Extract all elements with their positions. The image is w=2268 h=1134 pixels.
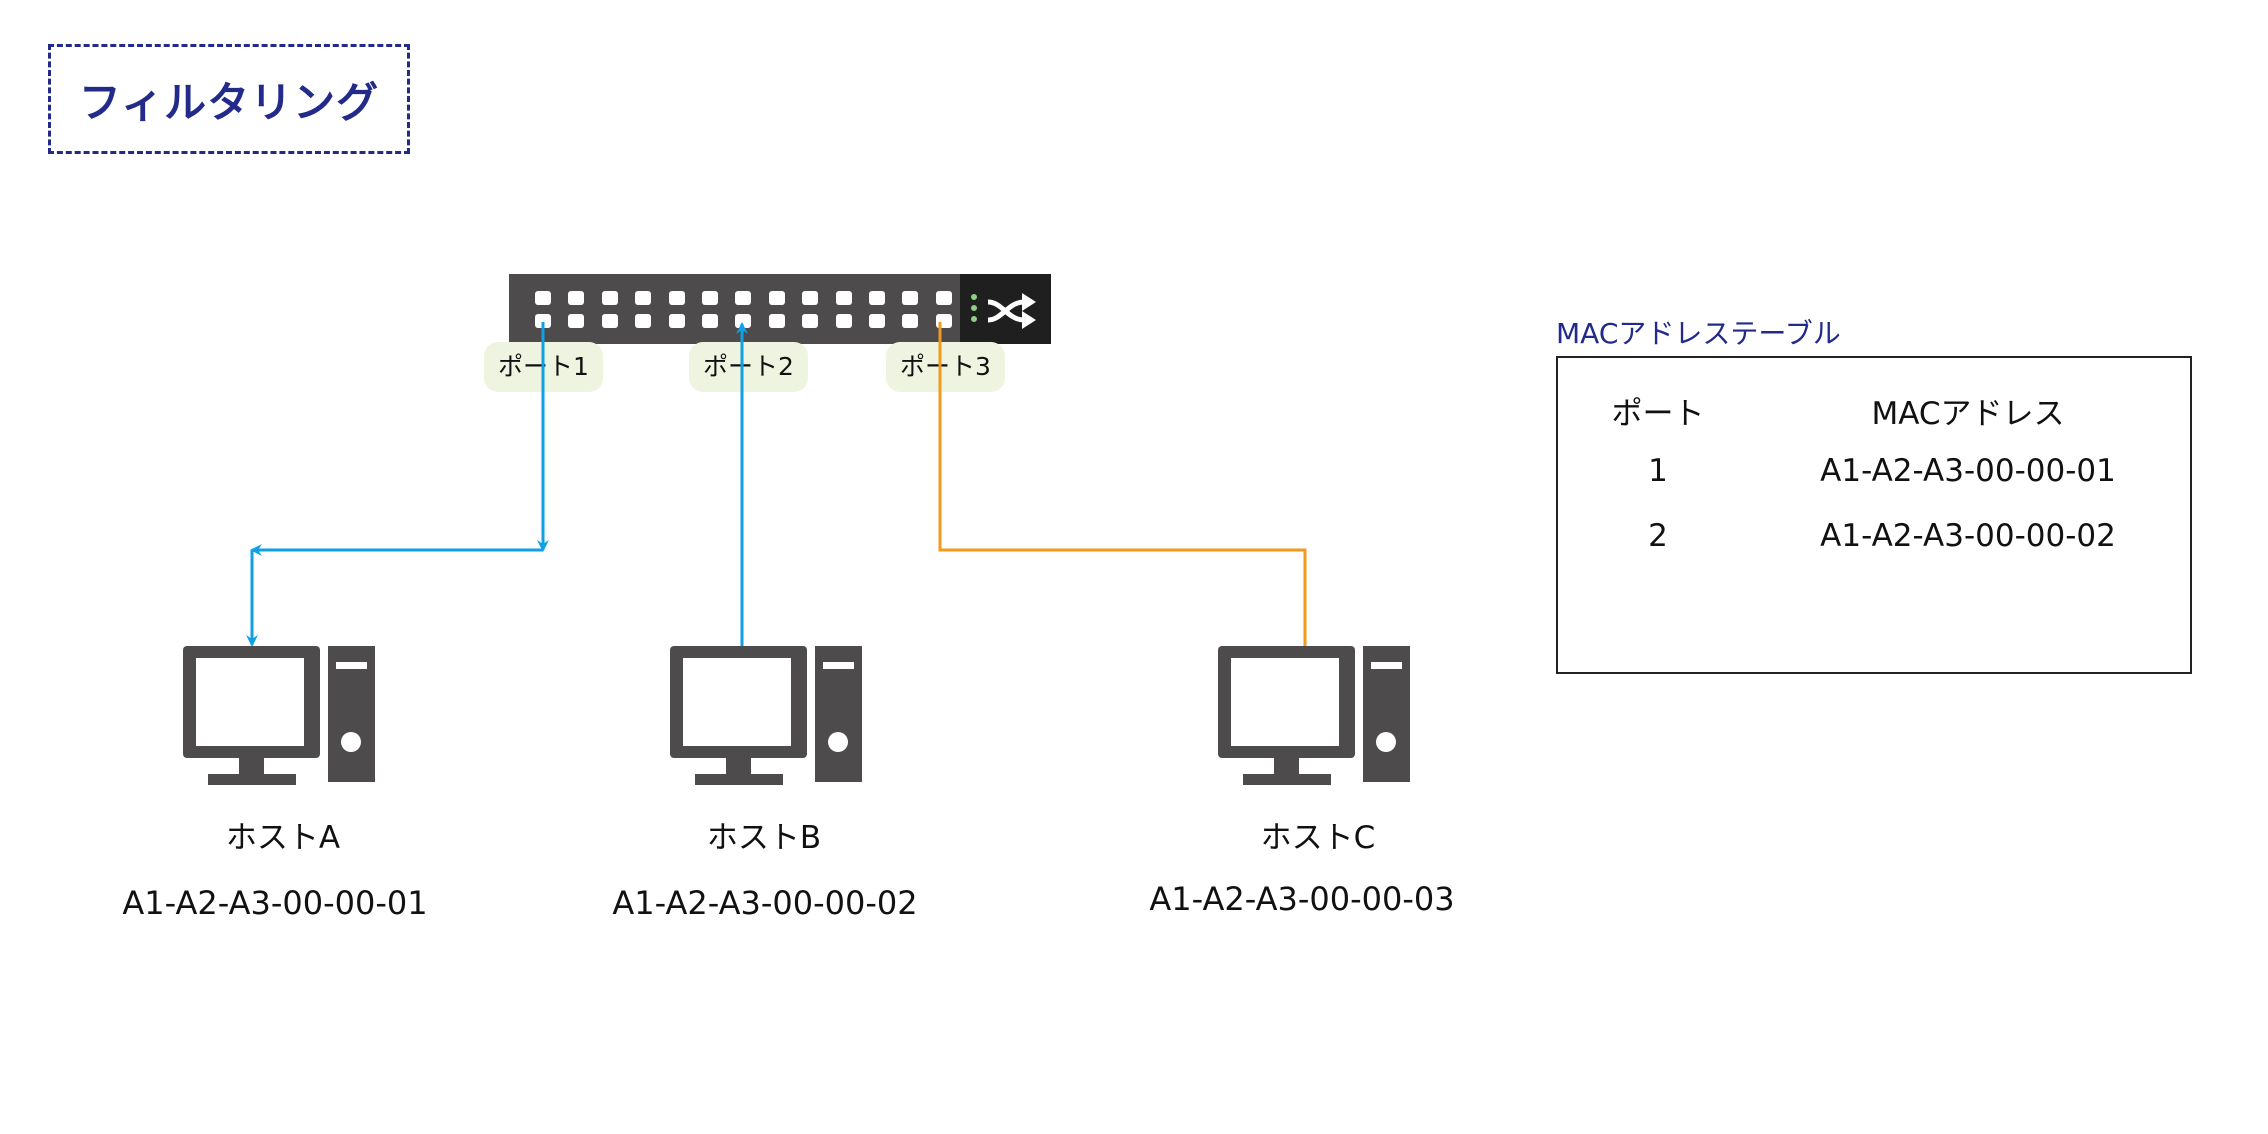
switch-port xyxy=(668,291,685,305)
switch-port xyxy=(935,291,952,305)
switch-port xyxy=(802,314,819,328)
host-a-name: ホストA xyxy=(225,820,341,856)
switch-port xyxy=(735,291,752,305)
mac-table-row-1-mac: A1-A2-A3-00-00-01 xyxy=(1820,453,2116,489)
status-led xyxy=(971,316,977,322)
host-a-mac: A1-A2-A3-00-00-01 xyxy=(122,884,428,922)
mac-table-row-1-port: 1 xyxy=(1648,453,1668,489)
switch-port xyxy=(902,291,919,305)
switch-port xyxy=(601,314,618,328)
mac-table-header-mac: MACアドレス xyxy=(1871,396,2065,432)
mac-table-row-2-mac: A1-A2-A3-00-00-02 xyxy=(1820,518,2116,554)
switch-port xyxy=(568,291,585,305)
status-led xyxy=(971,305,977,311)
diagram-title: フィルタリング xyxy=(78,77,380,127)
switch-port xyxy=(535,291,551,305)
switch-control-panel xyxy=(960,274,1051,344)
port-label-3: ポート3 xyxy=(886,342,1005,392)
switch-port xyxy=(635,314,652,328)
switch-port xyxy=(668,314,685,328)
host-c-mac: A1-A2-A3-00-00-03 xyxy=(1149,880,1455,918)
switch-port xyxy=(568,314,585,328)
switch-port xyxy=(835,314,852,328)
computer-icon-host-b xyxy=(670,646,862,785)
mac-table-row-2-port: 2 xyxy=(1648,518,1668,554)
switch-port xyxy=(702,291,718,305)
switch-port xyxy=(601,291,618,305)
computer-icon-host-a xyxy=(183,646,375,785)
switch-port xyxy=(802,291,819,305)
idle-link xyxy=(938,322,1307,648)
switch-port xyxy=(869,314,885,328)
switch-port xyxy=(768,314,785,328)
mac-address-table: ポート MACアドレス 1 A1-A2-A3-00-00-01 2 A1-A2-… xyxy=(1556,356,2192,674)
mac-table-header-port: ポート xyxy=(1611,396,1705,432)
host-b-mac: A1-A2-A3-00-00-02 xyxy=(612,884,918,922)
host-b-name: ホストB xyxy=(706,820,822,856)
shuffle-icon xyxy=(987,293,1036,329)
switch-port xyxy=(869,291,885,305)
switch-port xyxy=(902,314,919,328)
computer-icon-host-c xyxy=(1218,646,1410,785)
switch-port xyxy=(535,314,551,328)
mac-table-title: MACアドレステーブル xyxy=(1556,317,1841,350)
link-port1-hostA xyxy=(246,322,549,647)
diagram-title-box: フィルタリング xyxy=(48,44,410,154)
switch-port xyxy=(702,314,718,328)
switch-port xyxy=(835,291,852,305)
switch-port xyxy=(635,291,652,305)
port-label-2: ポート2 xyxy=(689,342,808,392)
status-led xyxy=(971,294,977,300)
link-port3-hostC xyxy=(938,322,1307,648)
host-c-name: ホストC xyxy=(1260,820,1376,856)
switch-port xyxy=(768,291,785,305)
